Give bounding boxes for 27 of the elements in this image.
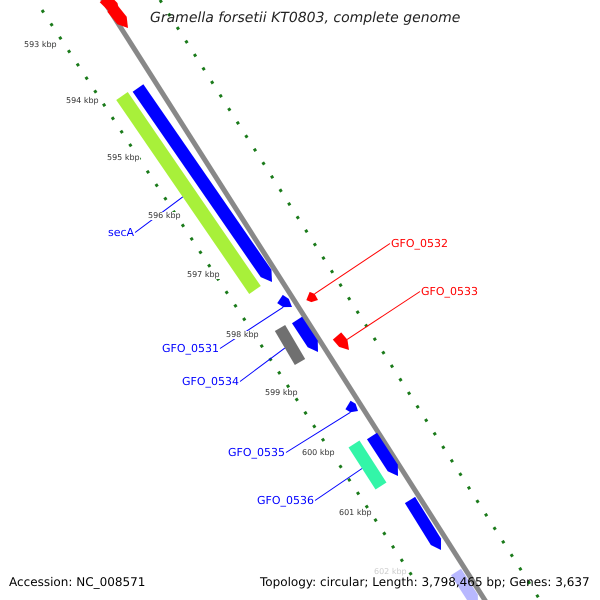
- gene-label: GFO_0536: [257, 495, 314, 506]
- gene-label: GFO_0532: [391, 238, 448, 249]
- tick-label: 596 kbp: [148, 212, 181, 220]
- gene-feature: [348, 440, 386, 490]
- gene-label: secA: [108, 227, 134, 238]
- leader-line: [346, 291, 420, 340]
- gene-feature: [306, 292, 318, 302]
- genome-info-text: Topology: circular; Length: 3,798,465 bp; Genes: 3,637: [260, 576, 590, 588]
- title: Gramella forsetii KT0803, complete genome: [150, 11, 460, 25]
- leader-line: [286, 412, 351, 453]
- leader-line: [240, 348, 286, 382]
- gene-label: GFO_0533: [421, 286, 478, 297]
- leader-line: [314, 243, 390, 294]
- tick-label: 598 kbp: [226, 331, 259, 339]
- gene-feature: [345, 400, 358, 412]
- tick-label: 601 kbp: [339, 509, 372, 517]
- gene-feature: [332, 332, 349, 350]
- leader-line: [314, 468, 363, 501]
- gene-feature: [277, 294, 292, 308]
- gene-label: GFO_0535: [228, 447, 286, 458]
- tick-label: 597 kbp: [187, 271, 220, 279]
- gene-label: GFO_0534: [182, 376, 240, 387]
- tick-label: 595 kbp: [107, 154, 140, 162]
- accession-text: Accession: NC_008571: [9, 576, 146, 588]
- gene-label: GFO_0531: [162, 343, 220, 354]
- tick-label: 593 kbp: [24, 41, 57, 49]
- gene-feature: [274, 324, 306, 366]
